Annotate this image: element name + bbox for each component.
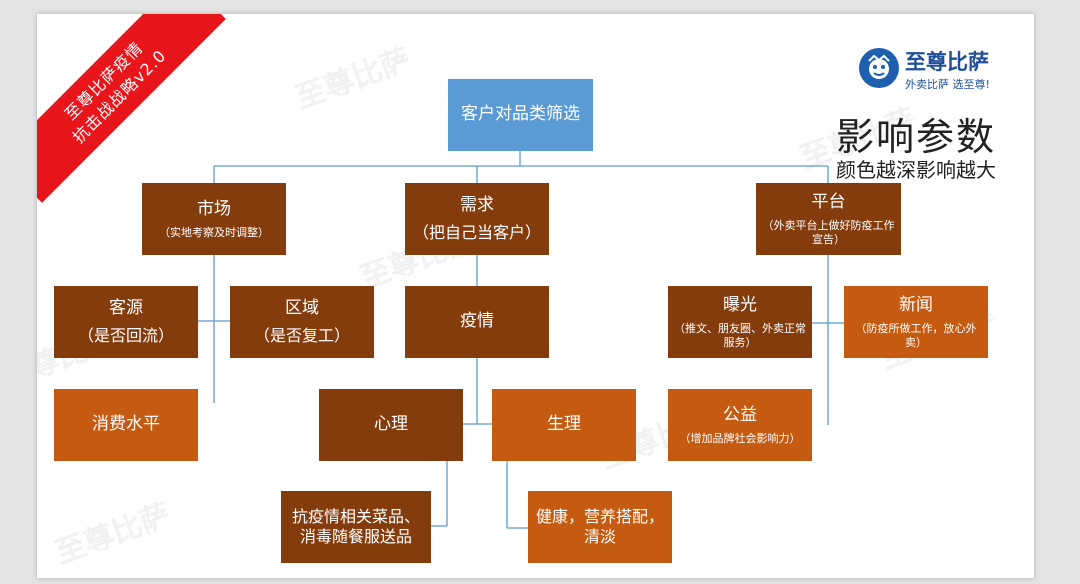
node-label: 公益: [723, 404, 757, 425]
root-node: 客户对品类筛选: [448, 79, 593, 151]
node-label: 新闻: [899, 294, 933, 315]
health-node: 健康，营养搭配，清淡: [528, 491, 672, 563]
node-label: 抗疫情相关菜品、消毒随餐服送品: [291, 507, 420, 546]
dishes-node: 抗疫情相关菜品、消毒随餐服送品: [281, 491, 431, 563]
node-label: 心理: [374, 414, 408, 435]
node-label: 生理: [547, 414, 581, 435]
epidemic-node: 疫情: [405, 286, 549, 358]
news-node: 新闻 （防疫所做工作，放心外卖）: [844, 286, 988, 358]
node-label: 需求: [460, 195, 494, 216]
charity-node: 公益 （增加品牌社会影响力）: [668, 389, 812, 461]
physiology-node: 生理: [492, 389, 636, 461]
slide: 至尊比萨 至尊比萨 至尊比萨 至尊比萨 至尊比萨 至尊比萨 至尊比萨 至尊比萨疫…: [37, 14, 1034, 578]
logo-slogan: 外卖比萨 选至尊!: [905, 78, 990, 91]
node-label: 曝光: [723, 294, 757, 315]
node-sublabel: （把自己当客户）: [412, 222, 541, 242]
connector-lines: [198, 151, 844, 529]
node-sublabel: （实地考察及时调整）: [159, 225, 269, 239]
platform-node: 平台 （外卖平台上做好防疫工作宣告）: [756, 183, 901, 255]
source-node: 客源 （是否回流）: [54, 286, 198, 358]
brand-logo: 至尊比萨 外卖比萨 选至尊!: [859, 46, 999, 98]
node-sublabel: （防疫所做工作，放心外卖）: [855, 321, 977, 349]
mascot-icon: [859, 48, 899, 88]
consumption-node: 消费水平: [54, 389, 198, 461]
node-label: 消费水平: [92, 414, 160, 435]
psychology-node: 心理: [319, 389, 463, 461]
node-sublabel: （外卖平台上做好防疫工作宣告）: [762, 218, 895, 246]
page-title: 影响参数: [835, 115, 996, 159]
node-sublabel: （是否回流）: [77, 325, 174, 345]
node-label: 客源: [109, 298, 143, 319]
region-node: 区域 （是否复工）: [230, 286, 374, 358]
demand-node: 需求 （把自己当客户）: [405, 183, 549, 255]
node-label: 客户对品类筛选: [461, 104, 580, 125]
node-sublabel: （增加品牌社会影响力）: [679, 431, 801, 445]
node-sublabel: （是否复工）: [253, 325, 350, 345]
page-subtitle: 颜色越深影响越大: [836, 158, 996, 182]
node-sublabel: （推文、朋友圈、外卖正常服务）: [674, 321, 806, 349]
logo-name: 至尊比萨: [905, 50, 989, 74]
node-label: 健康，营养搭配，清淡: [535, 507, 664, 546]
exposure-node: 曝光 （推文、朋友圈、外卖正常服务）: [668, 286, 812, 358]
market-node: 市场 （实地考察及时调整）: [142, 183, 286, 255]
node-label: 区域: [285, 298, 319, 319]
node-label: 市场: [197, 198, 231, 219]
node-label: 平台: [811, 191, 846, 212]
node-label: 疫情: [460, 311, 494, 332]
